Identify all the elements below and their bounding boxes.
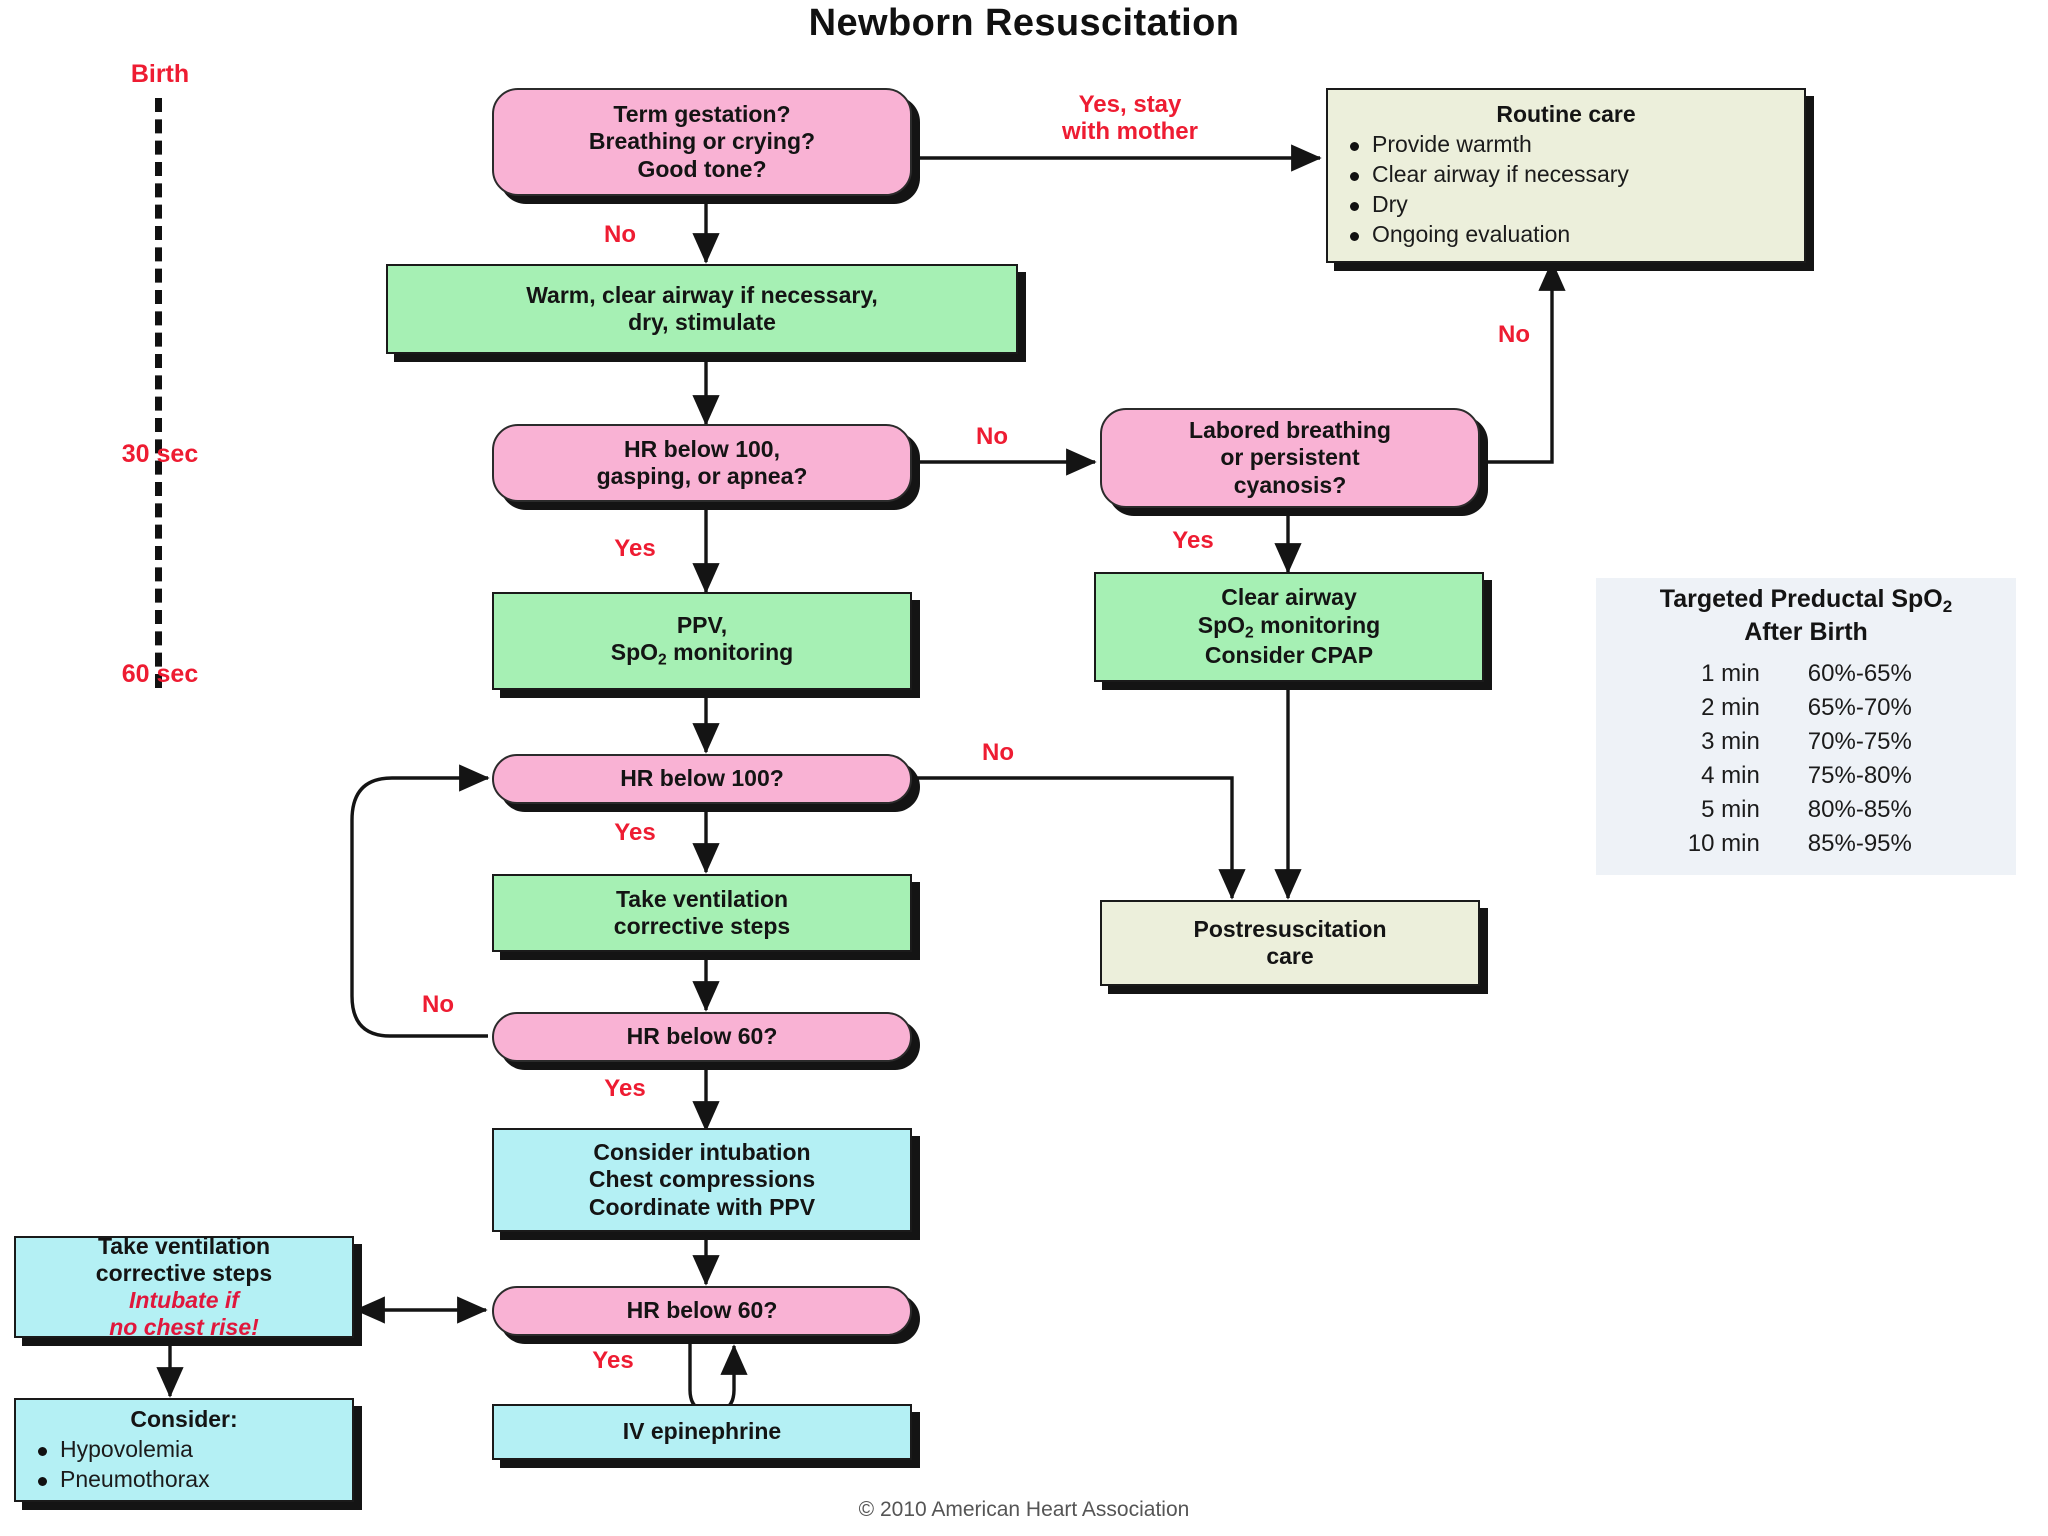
routine-care-title: Routine care — [1496, 101, 1636, 128]
tv-left-line-2: corrective steps — [95, 1259, 273, 1286]
edge-label-no-5: No — [422, 991, 454, 1018]
timeline-dashed-line — [155, 98, 162, 688]
list-item: Hypovolemia — [32, 1435, 344, 1465]
routine-care-list: Provide warmth Clear airway if necessary… — [1336, 130, 1796, 250]
node-hr-below-60-a[interactable]: HR below 60? — [492, 1012, 912, 1062]
list-item: Provide warmth — [1344, 130, 1796, 160]
node-consider-causes[interactable]: Consider: Hypovolemia Pneumothorax — [14, 1398, 354, 1502]
tv-left-line-1: Take ventilation — [97, 1232, 271, 1259]
list-item: Clear airway if necessary — [1344, 160, 1796, 190]
node-term-gestation[interactable]: Term gestation?Breathing or crying?Good … — [492, 88, 912, 196]
clear-airway-line-3: Consider CPAP — [1204, 642, 1374, 669]
spo2-range: 65%-70% — [1807, 694, 1912, 722]
clear-airway-line-2: SpO2 monitoring — [1197, 611, 1381, 641]
clear-airway-line-1: Clear airway — [1221, 584, 1357, 611]
node-ppv-spo2-monitoring[interactable]: PPV, SpO2 monitoring — [492, 592, 912, 690]
node-routine-care[interactable]: Routine care Provide warmth Clear airway… — [1326, 88, 1806, 263]
ppv-line-1: PPV, — [676, 612, 728, 639]
table-row: 10 min 85%-95% — [1604, 827, 2008, 861]
list-item: Ongoing evaluation — [1344, 220, 1796, 250]
spo2-time: 3 min — [1701, 728, 1760, 756]
consider-list: Hypovolemia Pneumothorax — [24, 1435, 344, 1495]
edge-label-yes-1: Yes — [614, 535, 656, 562]
edge-label-no-4: No — [982, 739, 1014, 766]
edge-label-yes-2: Yes — [1172, 527, 1214, 554]
list-item: Pneumothorax — [32, 1465, 344, 1495]
node-iv-epinephrine[interactable]: IV epinephrine — [492, 1404, 912, 1460]
ppv-line-2: SpO2 monitoring — [610, 639, 794, 669]
spo2-rows: 1 min 60%-65% 2 min 65%-70% 3 min 70%-75… — [1604, 657, 2008, 861]
spo2-range: 60%-65% — [1807, 660, 1912, 688]
edge-label-no-1: No — [604, 221, 636, 248]
tv-left-line-4: no chest rise! — [109, 1314, 259, 1341]
spo2-time: 10 min — [1687, 830, 1760, 858]
spo2-time: 5 min — [1701, 796, 1760, 824]
node-hr-below-100[interactable]: HR below 100? — [492, 754, 912, 804]
spo2-range: 80%-85% — [1807, 796, 1912, 824]
list-item: Dry — [1344, 190, 1796, 220]
spo2-range: 85%-95% — [1807, 830, 1912, 858]
node-clear-airway-cpap[interactable]: Clear airway SpO2 monitoring Consider CP… — [1094, 572, 1484, 682]
consider-title: Consider: — [130, 1405, 238, 1432]
table-row: 1 min 60%-65% — [1604, 657, 2008, 691]
spo2-table-title: Targeted Preductal SpO2 After Birth — [1659, 585, 1953, 647]
table-row: 2 min 65%-70% — [1604, 691, 2008, 725]
node-take-ventilation-left[interactable]: Take ventilation corrective steps Intuba… — [14, 1232, 354, 1341]
spo2-range: 75%-80% — [1807, 762, 1912, 790]
edge-label-yes-4: Yes — [604, 1075, 646, 1102]
node-hr-below-60-b[interactable]: HR below 60? — [492, 1286, 912, 1336]
edge-label-yes-3: Yes — [614, 819, 656, 846]
timeline-label-birth: Birth — [130, 60, 190, 88]
spo2-target-table: Targeted Preductal SpO2 After Birth 1 mi… — [1596, 578, 2016, 876]
edge-label-yes-5: Yes — [592, 1347, 634, 1374]
timeline-label-30sec: 30 sec — [121, 440, 199, 468]
timeline-label-60sec: 60 sec — [121, 660, 199, 688]
edge-label-no-2: No — [976, 423, 1008, 450]
spo2-time: 2 min — [1701, 694, 1760, 722]
tv-left-line-3: Intubate if — [129, 1287, 239, 1313]
page-title: Newborn Resuscitation — [808, 2, 1240, 44]
table-row: 3 min 70%-75% — [1604, 725, 2008, 759]
edge-label-no-3: No — [1498, 321, 1530, 348]
spo2-time: 4 min — [1701, 762, 1760, 790]
copyright-notice: © 2010 American Heart Association — [858, 1498, 1190, 1521]
spo2-range: 70%-75% — [1807, 728, 1912, 756]
spo2-time: 1 min — [1701, 660, 1760, 688]
table-row: 5 min 80%-85% — [1604, 793, 2008, 827]
table-row: 4 min 75%-80% — [1604, 759, 2008, 793]
node-hr-below-100-gasping[interactable]: HR below 100,gasping, or apnea? — [492, 424, 912, 502]
node-warm-clear-airway[interactable]: Warm, clear airway if necessary,dry, sti… — [386, 264, 1018, 354]
